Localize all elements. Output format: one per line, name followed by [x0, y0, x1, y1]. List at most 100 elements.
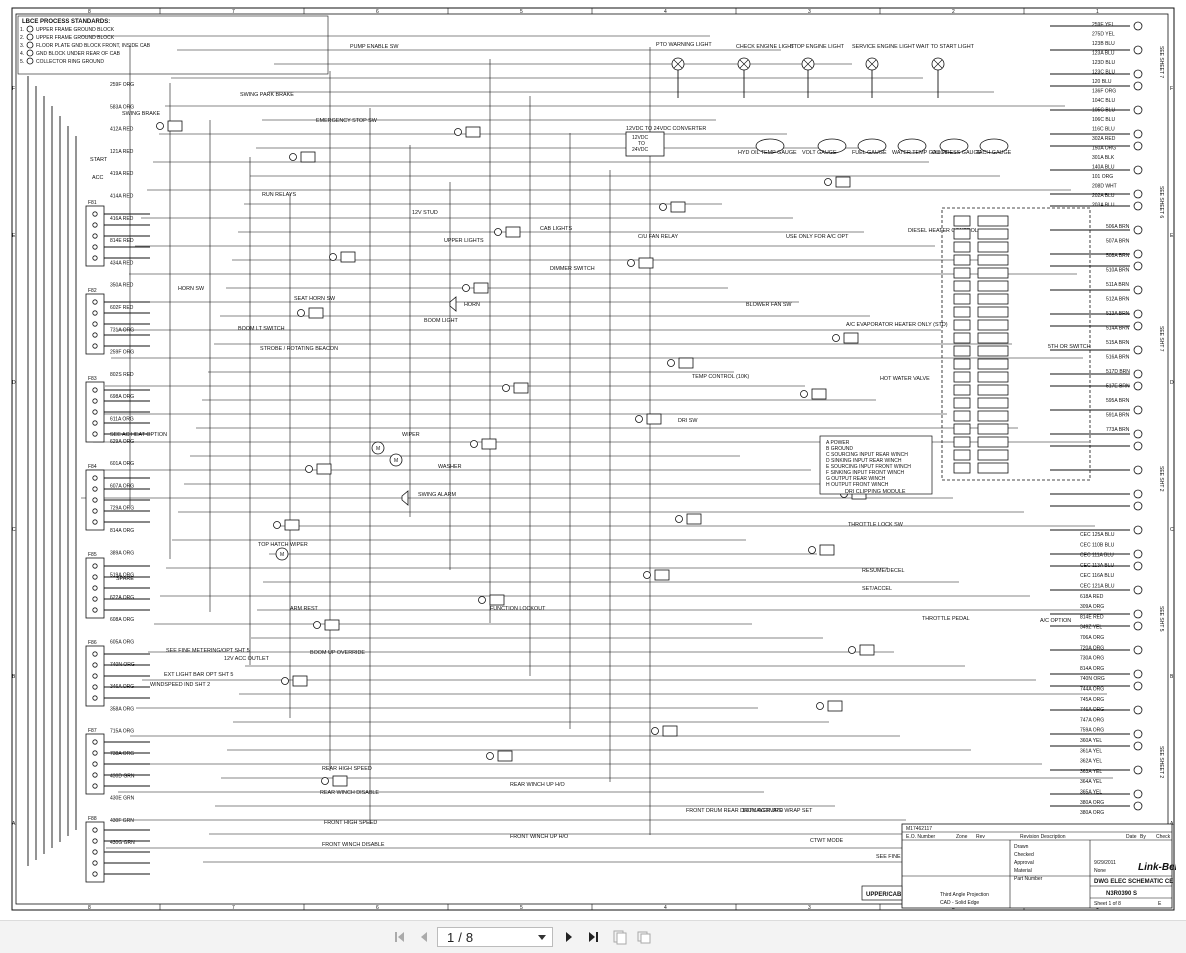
- connector-cavity: [953, 254, 971, 266]
- last-page-button[interactable]: [583, 927, 603, 947]
- zone-side-marker: F: [12, 86, 15, 92]
- first-page-button[interactable]: [390, 927, 410, 947]
- wire-label: 346A ORG: [110, 684, 134, 690]
- component-label: STROBE / ROTATING BEACON: [260, 346, 338, 352]
- zone-top-marker: 4: [664, 9, 667, 15]
- component-label: FUEL GAUGE: [852, 150, 887, 156]
- wire-label: 116C BLU: [1092, 127, 1115, 133]
- wire-label: 360A YEL: [1080, 738, 1102, 744]
- connector-pin-icon: [1133, 489, 1143, 499]
- motor-symbol: M: [376, 446, 380, 452]
- fuse-terminal-icon: [92, 585, 98, 591]
- switch-contact-icon: [502, 384, 510, 392]
- dri-legend-item: G OUTPUT REAR WINCH: [826, 476, 886, 482]
- wire-label: 123D BLU: [1092, 60, 1115, 66]
- fuse-terminal-icon: [92, 519, 98, 525]
- relay-coil-icon: [497, 750, 513, 762]
- connector-pin-icon: [1133, 549, 1143, 559]
- zone-top-marker: 7: [232, 9, 235, 15]
- fuse-terminal-icon: [92, 211, 98, 217]
- component-label: A/C EVAPORATOR HEATER ONLY (STD): [846, 322, 948, 328]
- relay-coil-icon: [835, 176, 851, 188]
- wire-label: 514A BRN: [1106, 326, 1130, 332]
- connector-cavity: [977, 345, 1009, 357]
- component-label: WIPER: [402, 432, 420, 438]
- wire-label: 519A ORG: [110, 573, 134, 579]
- connector-pin-icon: [1133, 681, 1143, 691]
- two-page-view-button[interactable]: [634, 927, 654, 947]
- last-page-icon: [589, 932, 598, 942]
- wire-label: 516A BRN: [1106, 355, 1130, 361]
- connector-cavity: [953, 267, 971, 279]
- wire-label: 745A ORG: [1080, 697, 1104, 703]
- standards-block: LBCE PROCESS STANDARDS: 1.UPPER FRAME GR…: [17, 15, 329, 75]
- connector-pin-icon: [1133, 369, 1143, 379]
- switch-contact-icon: [321, 777, 329, 785]
- form-label: Material: [1014, 868, 1032, 874]
- wire-label: CEC 125A BLU: [1080, 532, 1115, 538]
- svg-text:12VDC: 12VDC: [632, 135, 649, 141]
- connector-cavity: [953, 215, 971, 227]
- fuse-terminal-icon: [92, 673, 98, 679]
- next-page-button[interactable]: [559, 927, 579, 947]
- zone-bottom-marker: 6: [376, 905, 379, 911]
- wire-label: 123A BLU: [1092, 51, 1115, 57]
- wire-label: 611A ORG: [110, 417, 134, 423]
- component-label: RUN RELAYS: [262, 192, 296, 198]
- component-label: DIESEL HEATER CONTROL: [908, 228, 978, 234]
- page-selector[interactable]: 1 / 8: [437, 927, 553, 947]
- wire-label: 744A ORG: [1080, 687, 1104, 693]
- connector-cavity: [977, 215, 1009, 227]
- relay-coil-icon: [827, 700, 843, 712]
- wire-label: 361A YEL: [1080, 748, 1102, 754]
- connector-pin-icon: [1133, 201, 1143, 211]
- wire-label: 259F ORG: [110, 350, 134, 356]
- connector-cavity: [977, 332, 1009, 344]
- component-label: BLOWER FAN SW: [746, 302, 792, 308]
- wire-label: 747A ORG: [1080, 717, 1104, 723]
- dri-legend-item: H OUTPUT FRONT WINCH: [826, 482, 889, 488]
- wire-label: 430F GRN: [110, 818, 134, 824]
- connector-pin-icon: [1133, 429, 1143, 439]
- sheet-reference: SEE SHT 7: [1158, 326, 1164, 352]
- wire-label: 259F ORG: [110, 82, 134, 88]
- dri-legend-item: E SOURCING INPUT FRONT WINCH: [826, 464, 911, 470]
- switch-contact-icon: [808, 546, 816, 554]
- zone-top-marker: 1: [1096, 9, 1099, 15]
- component-label: SEE FINE METERING/OPT SHT 5: [166, 648, 250, 654]
- component-label: PUMP ENABLE SW: [350, 44, 399, 50]
- total-pages: 8: [465, 929, 474, 945]
- dri-legend-item: A POWER: [826, 440, 850, 446]
- lamp-cross-icon: [739, 59, 749, 69]
- zone-side-marker: B: [12, 674, 16, 680]
- drawing-title: DWG ELEC SCHEMATIC CE: [1094, 879, 1173, 885]
- fuse-terminal-icon: [92, 332, 98, 338]
- component-label: UPPER LIGHTS: [444, 238, 484, 244]
- fuse-terminal-icon: [92, 233, 98, 239]
- converter: 12VDC TO 24VDC: [625, 131, 665, 157]
- wire-label: 595A BRN: [1106, 398, 1130, 404]
- gauge-icon: [857, 138, 887, 154]
- wire-label: 363A YEL: [1080, 769, 1102, 775]
- part-ref: M17462117: [906, 826, 932, 832]
- component-label: USE ONLY FOR A/C OPT: [786, 234, 849, 240]
- wire-label: CEC 116A BLU: [1080, 573, 1114, 579]
- wire-label: 104C BLU: [1092, 98, 1115, 104]
- wire-label: 507A BRN: [1106, 239, 1130, 245]
- single-page-view-button[interactable]: [610, 927, 630, 947]
- connector-cavity: [977, 436, 1009, 448]
- wire-label: 430E GRN: [110, 796, 135, 802]
- component-label: C/U FAN RELAY: [638, 234, 678, 240]
- wire-label: 729A ORG: [110, 506, 134, 512]
- switch-contact-icon: [156, 122, 164, 130]
- component-label: HYD OIL TEMP GAUGE: [738, 150, 797, 156]
- wire-label: 622A ORG: [110, 595, 134, 601]
- previous-page-button[interactable]: [414, 927, 434, 947]
- wire-label: 605A ORG: [110, 640, 134, 646]
- form-label: Drawn: [1014, 844, 1029, 850]
- eo-header-cell: Rev: [976, 834, 985, 840]
- switch-contact-icon: [651, 727, 659, 735]
- connector-cavity: [953, 384, 971, 396]
- relay-coil-icon: [638, 257, 654, 269]
- zone-top-marker: 8: [88, 9, 91, 15]
